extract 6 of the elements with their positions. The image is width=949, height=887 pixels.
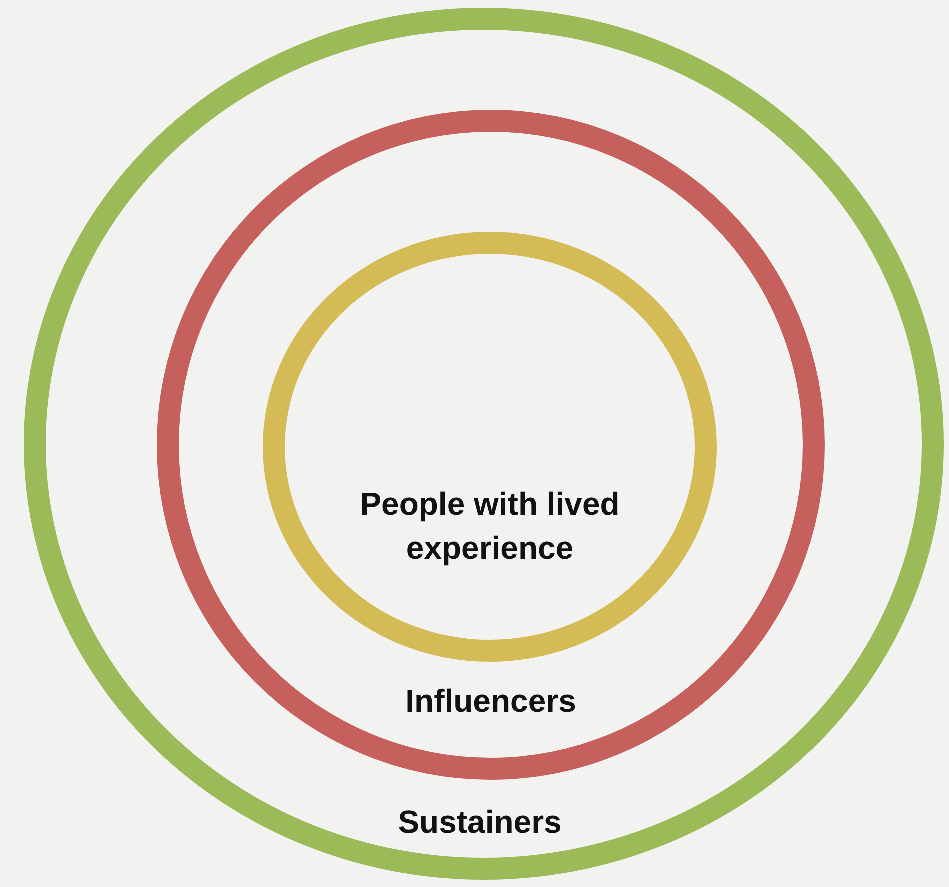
ring-label: Sustainers (397, 803, 563, 842)
middle-ring (157, 110, 825, 780)
ring-label: Influencers (404, 682, 578, 721)
ring-label: People with lived experience (359, 485, 621, 568)
outer-ring (24, 8, 944, 880)
inner-ring (263, 232, 717, 662)
